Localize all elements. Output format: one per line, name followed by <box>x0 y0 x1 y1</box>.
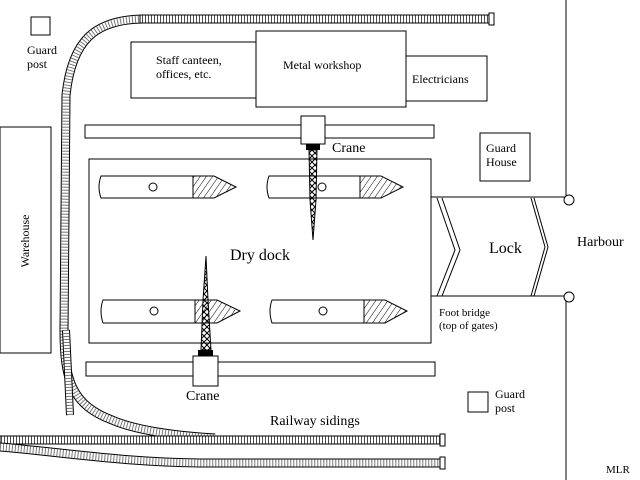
guard-house-line2: House <box>486 155 517 169</box>
electricians-label: Electricians <box>412 72 469 86</box>
warehouse-label: Warehouse <box>18 214 32 268</box>
guard-house-building <box>479 132 531 182</box>
ship-bottom-right <box>269 299 409 324</box>
guard-post-top-line2: post <box>27 57 48 71</box>
railway-bottom-sidings <box>0 433 446 470</box>
crane-bottom <box>192 255 219 387</box>
electricians-building <box>405 55 488 102</box>
guard-post-bottom-line1: Guard <box>495 387 525 401</box>
ship-top-left <box>98 175 238 199</box>
railway-sidings-label: Railway sidings <box>270 414 360 429</box>
railway-top-siding <box>139 12 495 26</box>
guard-post-top-line1: Guard <box>27 43 57 57</box>
lock-gates <box>436 197 549 297</box>
guard-post-bottom-line2: post <box>495 401 516 415</box>
foot-bridge-line2: (top of gates) <box>439 320 498 332</box>
ship-bottom-left <box>100 299 242 324</box>
foot-bridge-line1: Foot bridge <box>439 307 491 319</box>
crane-top <box>300 115 326 241</box>
signature-label: MLR <box>606 464 630 476</box>
warehouse-building <box>0 126 52 354</box>
crane-rail-bottom <box>85 361 436 377</box>
metal-workshop-label: Metal workshop <box>283 58 362 72</box>
guard-post-bottom-label: Guard post <box>495 387 525 415</box>
guard-post-top-label: Guard post <box>27 43 57 71</box>
staff-canteen-building <box>130 41 257 99</box>
guard-house-label: Guard House <box>486 141 517 169</box>
crane-top-label: Crane <box>332 141 366 156</box>
ship-top-right <box>266 175 405 199</box>
harbour-label: Harbour <box>577 235 624 250</box>
lock-label: Lock <box>489 240 522 257</box>
railway-curve <box>59 14 216 443</box>
staff-canteen-line2: offices, etc. <box>156 67 212 81</box>
foot-bridge-label: Foot bridge (top of gates) <box>439 307 498 333</box>
crane-rail-top <box>84 124 435 139</box>
guard-post-bottom-box <box>467 391 489 413</box>
dry-dock-label: Dry dock <box>230 247 290 264</box>
guard-post-top-box <box>30 16 51 36</box>
staff-canteen-label: Staff canteen, offices, etc. <box>156 53 222 81</box>
harbour-quay <box>431 0 575 480</box>
staff-canteen-line1: Staff canteen, <box>156 53 222 67</box>
guard-house-line1: Guard <box>486 141 516 155</box>
crane-bottom-label: Crane <box>186 389 220 404</box>
